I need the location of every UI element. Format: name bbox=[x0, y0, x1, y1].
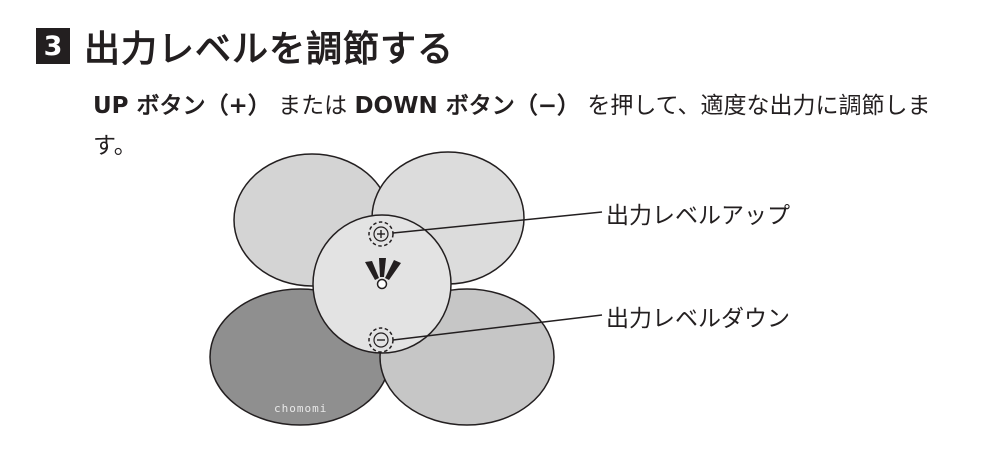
brand-text: chomomi bbox=[274, 402, 327, 415]
down-callout-label: 出力レベルダウン bbox=[606, 299, 790, 333]
up-callout-label: 出力レベルアップ bbox=[606, 196, 790, 230]
